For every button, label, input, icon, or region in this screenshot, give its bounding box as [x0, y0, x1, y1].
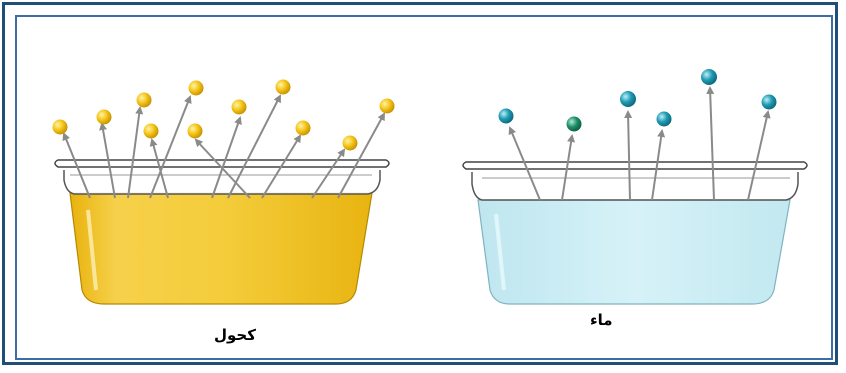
alcohol-molecule-icon [343, 136, 358, 151]
water-molecule-icon [701, 69, 717, 85]
water-molecule-icon [657, 112, 672, 127]
water-molecule-icon [499, 109, 514, 124]
alcohol-molecule-icon [296, 121, 311, 136]
alcohol-basin [55, 160, 389, 304]
water-molecule-icon [620, 91, 636, 107]
alcohol-liquid [70, 193, 372, 304]
water-molecules [499, 69, 777, 132]
water-molecule-icon [567, 117, 582, 132]
alcohol-molecule-icon [53, 120, 68, 135]
water-basin [463, 162, 807, 304]
alcohol-molecule-icon [232, 100, 247, 115]
alcohol-molecule-icon [189, 81, 204, 96]
alcohol-molecule-icon [380, 99, 395, 114]
water-liquid [478, 200, 790, 304]
alcohol-molecule-icon [97, 110, 112, 125]
water-molecule-icon [762, 95, 777, 110]
alcohol-molecule-icon [188, 124, 203, 139]
alcohol-label: كحول [214, 326, 256, 344]
alcohol-basin-rim [55, 160, 389, 167]
water-label: ماء [590, 311, 613, 329]
alcohol-molecule-icon [144, 124, 159, 139]
alcohol-molecule-icon [137, 93, 152, 108]
alcohol-molecule-icon [276, 80, 291, 95]
